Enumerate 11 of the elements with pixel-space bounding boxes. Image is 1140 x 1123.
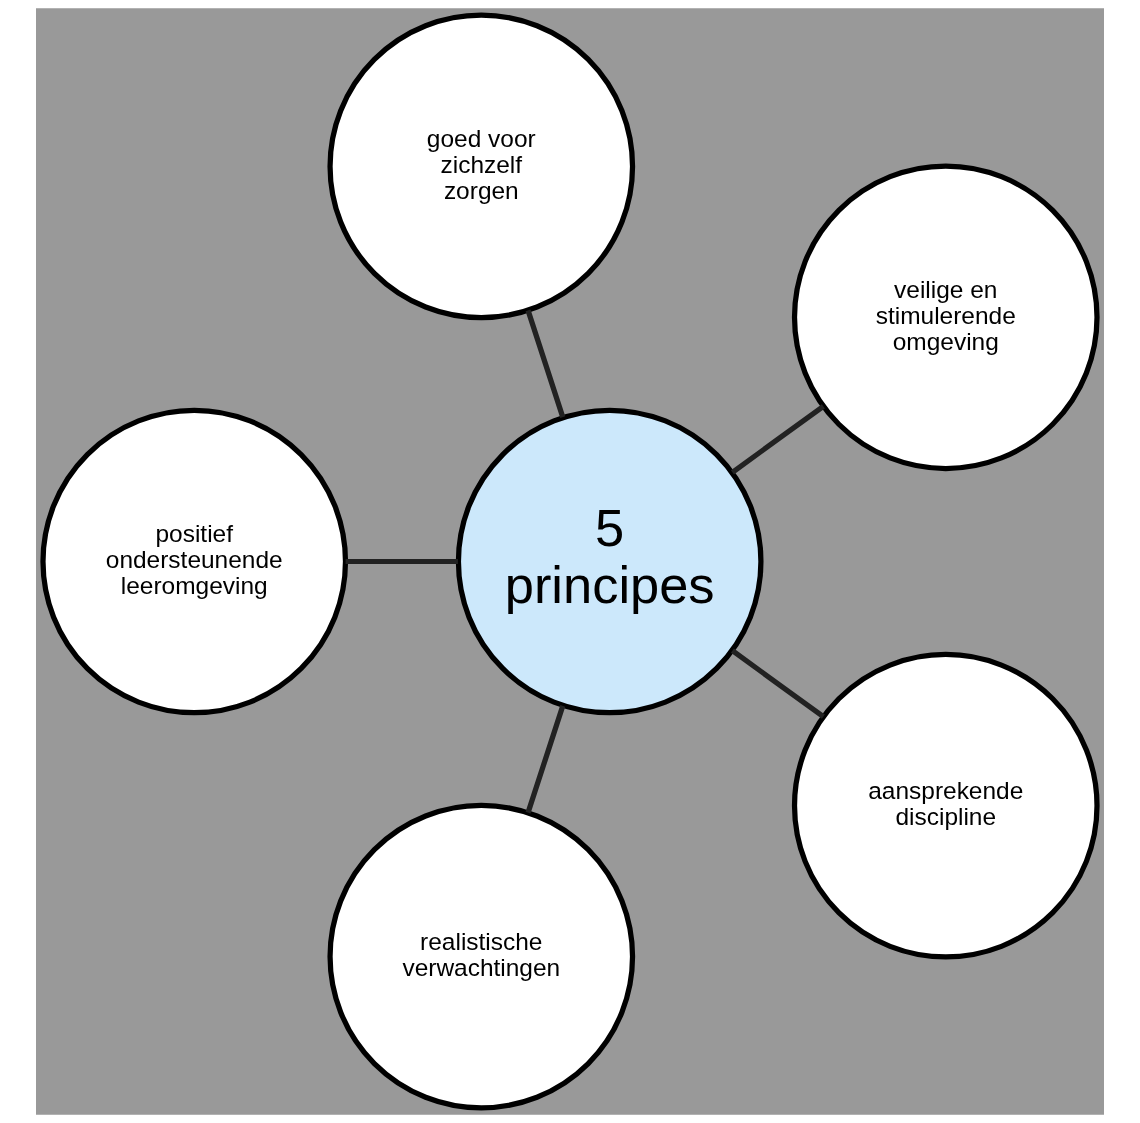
connector bbox=[345, 558, 458, 565]
node-circle: positief ondersteunende leeromgeving bbox=[40, 407, 349, 716]
connector bbox=[525, 309, 566, 418]
connector bbox=[525, 705, 566, 814]
node-circle: 5 principes bbox=[455, 407, 764, 716]
connector bbox=[730, 404, 825, 475]
connector bbox=[730, 648, 825, 719]
node-circle: veilige en stimulerende omgeving bbox=[791, 163, 1100, 472]
node-circle: goed voor zichzelf zorgen bbox=[327, 12, 636, 321]
node-circle: aansprekende discipline bbox=[791, 651, 1100, 960]
node-circle: realistische verwachtingen bbox=[327, 802, 636, 1111]
